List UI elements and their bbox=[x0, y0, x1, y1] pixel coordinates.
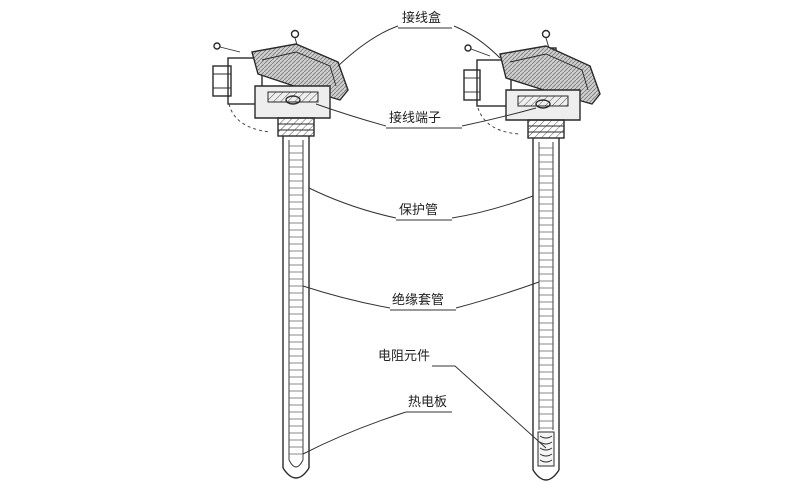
left-cable-gland bbox=[212, 57, 263, 105]
label-junction-box: 接线盒 bbox=[402, 10, 441, 26]
right-screw-1 bbox=[464, 44, 491, 57]
labels: 接线盒 接线端子 保护管 绝缘套管 电阻元件 热电板 bbox=[378, 10, 462, 410]
label-resistor-element: 电阻元件 bbox=[378, 349, 430, 364]
right-thermometer bbox=[463, 29, 601, 481]
leader-protection-right bbox=[451, 195, 534, 219]
left-head-body bbox=[254, 85, 331, 119]
leader-terminal-left bbox=[315, 103, 387, 127]
left-protection-tube bbox=[282, 136, 310, 479]
right-cable-gland bbox=[463, 59, 512, 107]
leader-lines bbox=[302, 25, 547, 455]
leader-junction-box-left bbox=[337, 25, 399, 67]
right-head-body bbox=[505, 89, 581, 121]
right-protection-tube bbox=[532, 138, 560, 481]
leader-insulation-left bbox=[302, 285, 391, 309]
leader-protection-left bbox=[308, 187, 397, 219]
leader-insulation-right bbox=[455, 281, 540, 309]
leader-resistor bbox=[432, 365, 547, 449]
label-insulating-sleeve: 绝缘套管 bbox=[392, 292, 444, 308]
label-protection-tube: 保护管 bbox=[399, 203, 438, 218]
label-thermocouple-plate: 热电板 bbox=[408, 395, 447, 410]
leader-thermocouple-plate bbox=[302, 411, 407, 455]
right-threaded-fitting bbox=[527, 119, 565, 139]
left-threaded-fitting bbox=[277, 117, 315, 137]
left-thermometer bbox=[212, 29, 349, 479]
leader-junction-box-right bbox=[453, 25, 501, 59]
label-terminal-block: 接线端子 bbox=[389, 110, 441, 126]
right-resistor-element bbox=[537, 431, 555, 467]
leader-terminal-right bbox=[461, 107, 537, 127]
left-screw-1 bbox=[213, 42, 241, 53]
